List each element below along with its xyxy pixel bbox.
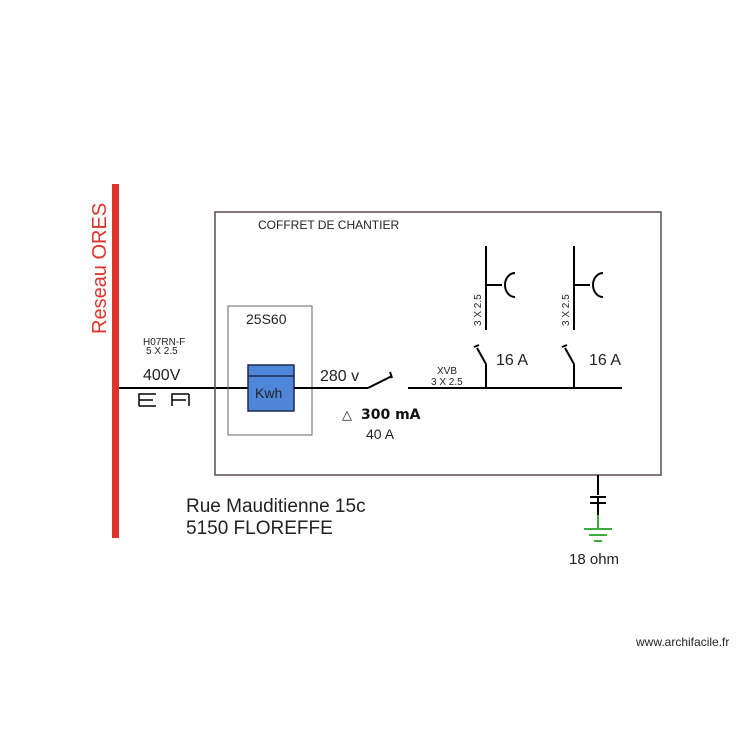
outlet-2-section: 3 X 2.5 (561, 294, 572, 326)
address-line-2: 5150 FLOREFFE (186, 518, 333, 539)
outlet-1: 3 X 2.5 16 A (473, 246, 528, 388)
site-box (214, 211, 662, 476)
earth-resistance: 18 ohm (569, 551, 619, 568)
earth-icon (584, 515, 612, 542)
outlet-1-rating: 16 A (496, 352, 528, 369)
main-breaker-switch (367, 371, 393, 389)
supply-voltage: 400V (143, 367, 181, 384)
meter-reference: 25S60 (246, 311, 287, 327)
breaker-voltage: 280 v (320, 368, 359, 385)
watermark: www.archifacile.fr (635, 635, 729, 649)
box-title: COFFRET DE CHANTIER (258, 218, 399, 232)
network-bar (112, 184, 119, 538)
bus-cable-section: 3 X 2.5 (431, 377, 463, 388)
outlet-2: 3 X 2.5 16 A (561, 246, 621, 388)
outlet-2-socket-icon (592, 272, 604, 298)
outlet-2-switch (561, 344, 575, 365)
network-label: Reseau ORES (89, 203, 111, 334)
socket-symbol (171, 393, 190, 406)
address-line-1: Rue Mauditienne 15c (186, 496, 366, 517)
breaker-rating: 40 A (366, 426, 395, 442)
earth-connection (590, 475, 606, 522)
outlet-2-rating: 16 A (589, 352, 621, 369)
differential-triangle: △ (342, 407, 352, 422)
outlet-1-switch (473, 344, 487, 365)
meter-label: Kwh (255, 385, 282, 401)
outlet-1-section: 3 X 2.5 (473, 294, 484, 326)
plug-symbol (138, 393, 156, 407)
outlet-1-socket-icon (504, 272, 516, 298)
differential-sensitivity: 300 mA (361, 407, 421, 423)
bus-cable-type: XVB (437, 366, 457, 377)
meter-frame (227, 305, 313, 436)
cable-section: 5 X 2.5 (146, 346, 178, 357)
cable-type: H07RN-F (143, 337, 185, 348)
